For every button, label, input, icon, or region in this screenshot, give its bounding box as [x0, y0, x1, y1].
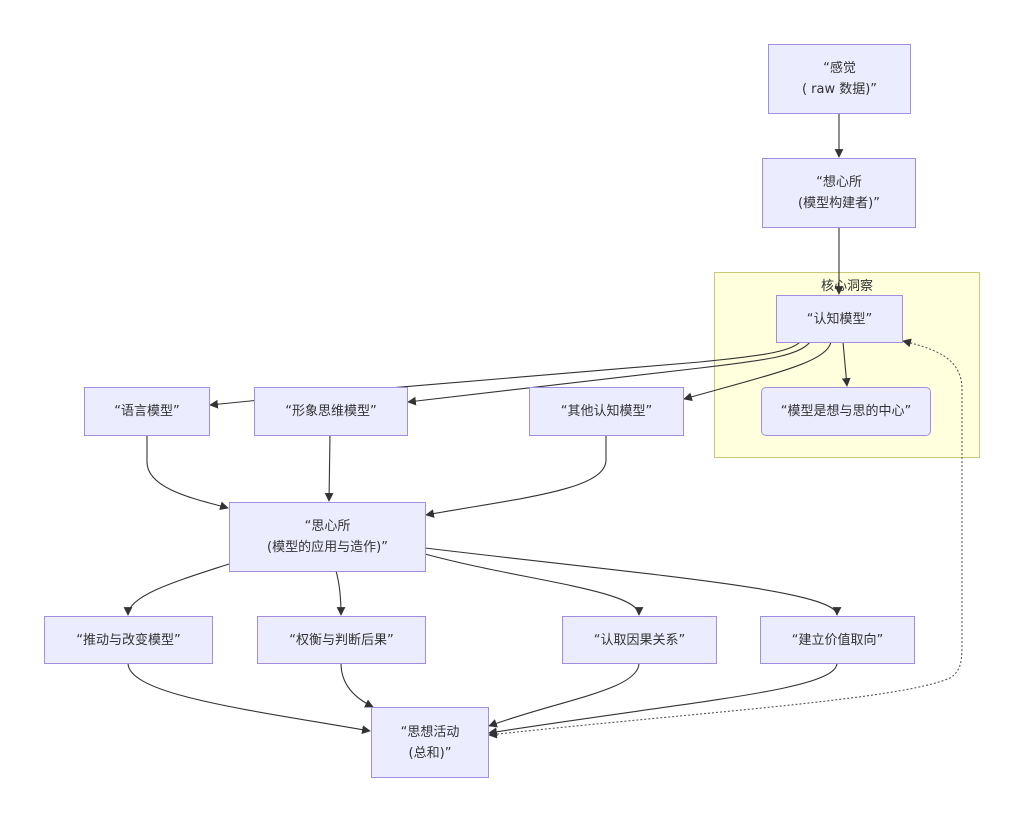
- node-cognitive-model: “认知模型”: [776, 295, 903, 343]
- edge-language-to-si: [146, 435, 229, 511]
- node-other-model-label: “其他认知模型”: [560, 404, 653, 419]
- node-push-change-label: “推动与改变模型”: [76, 632, 181, 648]
- node-causality-label: “认取因果关系”: [593, 632, 686, 648]
- node-sensation-label: “感觉 ( raw 数据)”: [801, 61, 878, 97]
- edge-causality-to-thinking: [488, 662, 640, 728]
- node-cognitive-model-label: “认知模型”: [806, 311, 873, 327]
- node-language-model: “语言模型”: [84, 387, 210, 436]
- node-xiang-label: “想心所 (模型构建者)”: [798, 175, 880, 211]
- edge-imagery-to-si: [324, 434, 334, 502]
- node-si-label: “思心所 (模型的应用与造作)”: [267, 519, 388, 555]
- node-si-mental-factor: “思心所 (模型的应用与造作)”: [229, 502, 426, 572]
- edge-si-to-weigh-judge: [335, 570, 346, 616]
- edge-thinking-to-cognitive-dotted: [488, 338, 963, 739]
- edge-other-to-si: [425, 435, 607, 518]
- node-imagery-model-label: “形象思维模型”: [285, 404, 377, 419]
- subgraph-title: 核心洞察: [820, 279, 873, 294]
- node-causality: “认取因果关系”: [562, 616, 717, 664]
- edge-values-to-thinking: [488, 662, 838, 737]
- edge-weigh-judge-to-thinking: [340, 662, 374, 708]
- node-sensation: “感觉 ( raw 数据)”: [768, 44, 911, 114]
- node-values-label: “建立价值取向”: [791, 632, 884, 648]
- node-imagery-model: “形象思维模型”: [254, 387, 408, 436]
- edge-si-to-push-change: [123, 563, 230, 616]
- node-weigh-judge-label: “权衡与判断后果”: [289, 632, 394, 648]
- node-thinking-activity: “思想活动 (总和)”: [371, 707, 489, 778]
- node-thinking-label: “思想活动 (总和)”: [400, 724, 460, 761]
- node-weigh-judge: “权衡与判断后果”: [257, 616, 426, 664]
- edge-push-change-to-thinking: [127, 662, 371, 734]
- node-language-model-label: “语言模型”: [114, 404, 180, 419]
- node-other-model: “其他认知模型”: [529, 387, 684, 436]
- node-push-change: “推动与改变模型”: [44, 616, 213, 664]
- edge-si-to-causality: [424, 553, 644, 616]
- node-model-center-label: “模型是想与思的中心”: [780, 404, 912, 419]
- node-xiang-mental-factor: “想心所 (模型构建者)”: [762, 158, 916, 228]
- node-values: “建立价值取向”: [760, 616, 915, 664]
- edge-cognitive-to-center: [841, 341, 851, 387]
- node-model-center: “模型是想与思的中心”: [761, 387, 931, 436]
